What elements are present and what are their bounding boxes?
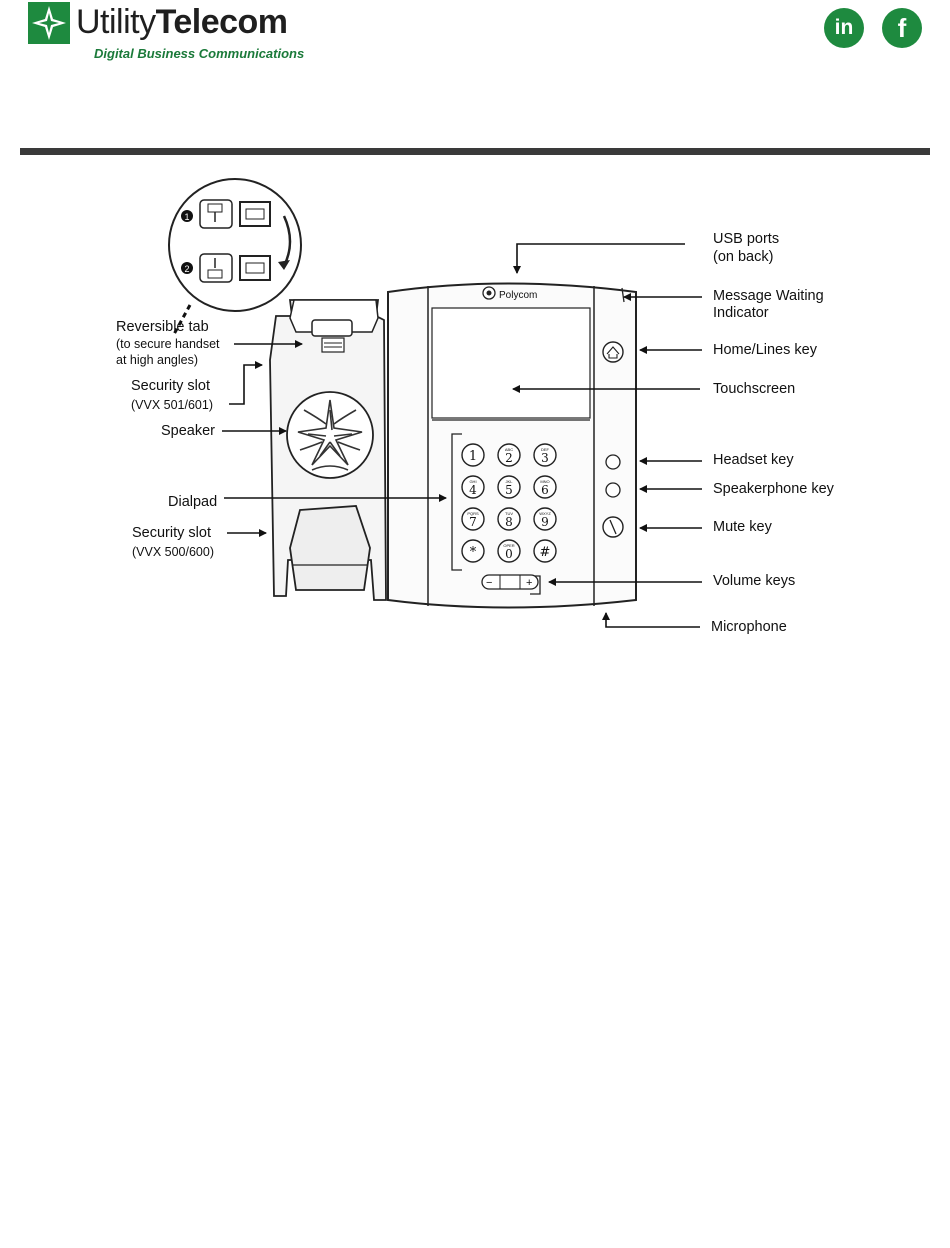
dialpad-key-digit: 2 — [505, 451, 513, 465]
brand-name-part1: Utility — [76, 3, 156, 41]
svg-text:−: − — [486, 577, 492, 589]
reversible-tab-note-1: (to secure handset — [116, 337, 220, 351]
mwi-label-2: Indicator — [713, 305, 769, 321]
dialpad-key-digit: 8 — [505, 515, 513, 529]
dialpad-key-star: * — [461, 539, 485, 563]
facebook-icon[interactable]: f — [882, 8, 922, 48]
linkedin-icon[interactable]: in — [824, 8, 864, 48]
mwi-label: Message Waiting — [713, 288, 824, 304]
page-header: UtilityTelecom Digital Business Communic… — [0, 0, 950, 150]
dialpad-key-hash: # — [533, 539, 557, 563]
dialpad-label: Dialpad — [168, 494, 218, 510]
dialpad-key-letters: ABC — [505, 447, 513, 452]
reversible-tab-label: Reversible tab — [116, 319, 209, 335]
dialpad-key-letters: TUV — [505, 511, 513, 516]
dialpad-key-digit: 4 — [469, 483, 477, 497]
touchscreen-label: Touchscreen — [713, 381, 796, 397]
security-slot-2-label: Security slot — [132, 525, 211, 541]
security-slot-2-note: (VVX 500/600) — [132, 545, 214, 559]
dialpad-key-letters: MNO — [540, 479, 549, 484]
dialpad-key-digit: 6 — [541, 483, 549, 497]
brand-tagline: Digital Business Communications — [94, 46, 305, 61]
tab-step-2: 2 — [184, 264, 189, 274]
header-divider — [20, 148, 930, 155]
tab-step-1: 1 — [184, 212, 189, 222]
dialpad-key-letters: PQRS — [467, 511, 479, 516]
reversible-tab-note-2: at high angles) — [116, 353, 199, 367]
reversible-tab-inset: 1 2 — [168, 178, 302, 337]
speaker-label: Speaker — [161, 423, 216, 439]
usb-ports-note: (on back) — [713, 249, 774, 265]
dialpad-key-digit: 9 — [541, 515, 549, 529]
dialpad-key-letters: OPER — [503, 543, 514, 548]
dialpad-key-digit: 1 — [469, 449, 477, 464]
brand-name-part2: Telecom — [155, 3, 288, 41]
security-slot-1-label: Security slot — [131, 378, 210, 394]
microphone-label: Microphone — [711, 619, 787, 635]
phone-diagram: 1 2 — [0, 160, 950, 660]
utility-telecom-logo-icon — [28, 2, 70, 44]
dialpad-key-digit: * — [470, 545, 477, 560]
dialpad-key-letters: DEF — [541, 447, 550, 452]
dialpad-key-letters: GHI — [469, 479, 476, 484]
home-lines-label: Home/Lines key — [713, 342, 817, 358]
dialpad-key-digit: # — [540, 545, 551, 560]
phone-illustration: 1 2 — [168, 178, 702, 628]
dialpad-key-digit: 0 — [505, 547, 513, 561]
svg-text:+: + — [526, 577, 532, 589]
handset — [269, 299, 387, 601]
usb-ports-label: USB ports — [713, 231, 780, 247]
polycom-label: Polycom — [499, 290, 537, 301]
leader-lines — [222, 243, 702, 628]
headset-label: Headset key — [713, 452, 794, 468]
speakerphone-label: Speakerphone key — [713, 481, 834, 497]
security-slot-1-note: (VVX 501/601) — [131, 398, 213, 412]
dialpad-key-1: 1 — [461, 443, 485, 467]
dialpad-key-digit: 5 — [505, 483, 513, 497]
volume-label: Volume keys — [713, 573, 796, 589]
dialpad-key-digit: 7 — [469, 515, 477, 529]
mute-label: Mute key — [713, 519, 772, 535]
dialpad-key-letters: JKL — [506, 479, 514, 484]
brand-name: UtilityTelecom — [76, 0, 288, 44]
dialpad-key-letters: WXYZ — [539, 511, 551, 516]
dialpad-key-digit: 3 — [541, 451, 549, 465]
